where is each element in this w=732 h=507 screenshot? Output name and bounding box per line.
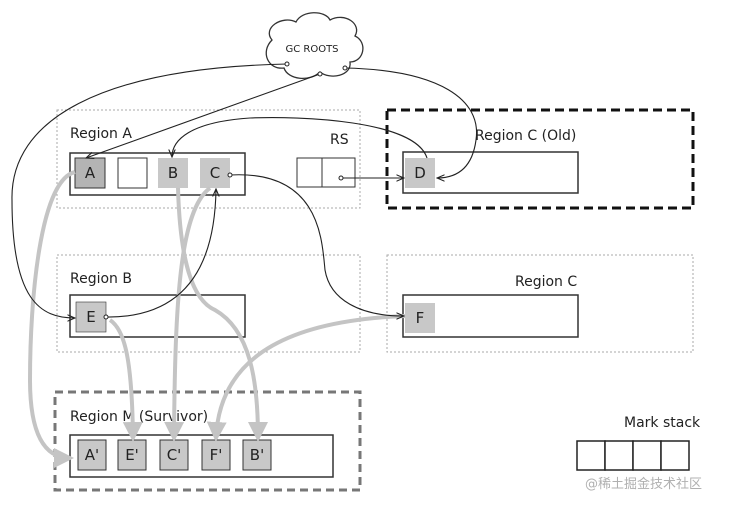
region-m-survivor: Region M (Survivor) A' E' C' F' B' xyxy=(53,390,362,492)
region-c-old-label: Region C (Old) xyxy=(475,128,576,144)
copy-arrow-e xyxy=(108,318,143,442)
object-a-copy: A' xyxy=(77,439,107,471)
svg-text:B: B xyxy=(168,164,178,182)
svg-text:F': F' xyxy=(210,446,223,464)
svg-text:A': A' xyxy=(85,446,99,464)
svg-text:B': B' xyxy=(250,446,264,464)
gc-roots-cloud: GC ROOTS xyxy=(265,12,364,79)
svg-text:E: E xyxy=(86,308,95,326)
object-d: D xyxy=(405,158,435,188)
e-to-c-arrow xyxy=(105,189,216,318)
copy-arrow-c xyxy=(164,186,212,442)
root-to-e-arrow xyxy=(11,63,288,318)
evacuation-arrows xyxy=(27,170,406,468)
watermark: @稀土掘金技术社区 xyxy=(585,476,702,492)
object-e-copy: E' xyxy=(117,439,147,471)
region-b: Region B E xyxy=(56,254,361,353)
svg-text:F: F xyxy=(416,309,425,327)
region-c: Region C F xyxy=(386,254,694,353)
svg-text:D: D xyxy=(414,164,426,182)
region-c-old: Region C (Old) D xyxy=(385,108,695,210)
object-f: F xyxy=(405,303,435,333)
remembered-set xyxy=(296,157,356,188)
svg-text:C': C' xyxy=(167,446,182,464)
d-to-b-arrow xyxy=(172,117,428,159)
object-f-copy: F' xyxy=(201,439,231,471)
object-b-copy: B' xyxy=(242,439,272,471)
object-e: E xyxy=(75,301,107,333)
root-to-d-arrow xyxy=(344,67,478,178)
copy-arrow-a xyxy=(27,170,76,468)
root-to-a-arrow xyxy=(86,73,321,158)
rs-label: RS xyxy=(330,132,349,148)
mark-stack: Mark stack xyxy=(576,415,701,471)
copy-arrow-f xyxy=(206,314,406,442)
svg-text:E': E' xyxy=(125,446,139,464)
object-c: C xyxy=(200,158,230,188)
svg-text:A: A xyxy=(85,164,96,182)
c-to-f-arrow xyxy=(229,174,404,316)
region-m-label: Region M (Survivor) xyxy=(70,409,208,425)
object-b: B xyxy=(158,158,188,188)
reference-arrows xyxy=(11,63,478,318)
object-a: A xyxy=(74,157,106,189)
reference-origins xyxy=(103,61,348,320)
object-empty xyxy=(117,157,148,189)
gc-roots-label: GC ROOTS xyxy=(285,44,338,55)
mark-stack-label: Mark stack xyxy=(624,415,701,431)
region-a-label: Region A xyxy=(70,126,132,142)
region-b-label: Region B xyxy=(70,271,132,287)
svg-text:C: C xyxy=(210,164,220,182)
region-c-label: Region C xyxy=(515,274,577,290)
object-c-copy: C' xyxy=(159,439,189,471)
